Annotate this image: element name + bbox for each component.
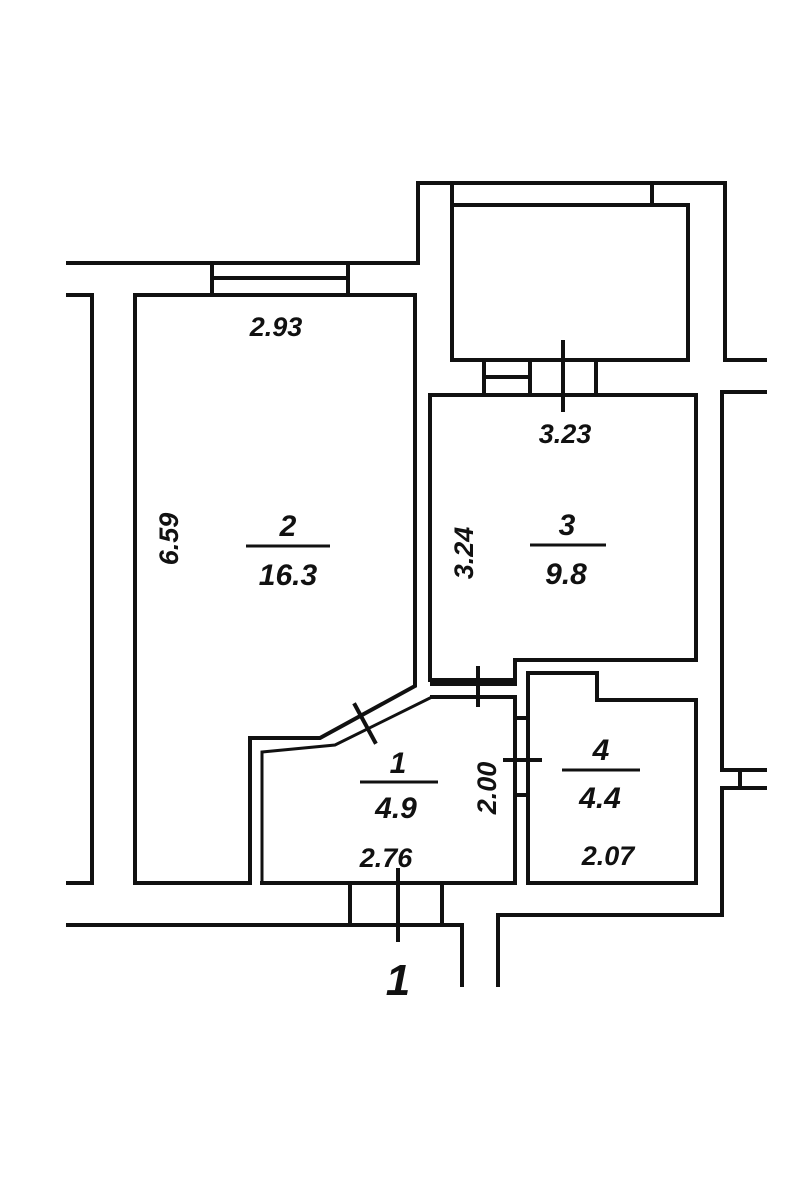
room-4-number: 4 bbox=[592, 734, 610, 767]
room-4-label: 4 4.4 bbox=[562, 734, 640, 815]
room-2-area: 16.3 bbox=[259, 559, 318, 592]
outer-walls bbox=[66, 181, 767, 987]
room-3-width-dimension: 3.23 bbox=[539, 419, 592, 449]
room-3-number: 3 bbox=[559, 509, 576, 542]
room-4-area: 4.4 bbox=[578, 782, 621, 815]
room-1-number: 1 bbox=[390, 747, 407, 780]
room-1-length-dimension: 2.00 bbox=[472, 762, 502, 816]
room-4-outline bbox=[503, 671, 698, 885]
room-4-width-dimension: 2.07 bbox=[581, 841, 637, 871]
room-1-area: 4.9 bbox=[374, 792, 417, 825]
room-2-width-dimension: 2.93 bbox=[249, 312, 303, 342]
room-2-number: 2 bbox=[279, 510, 297, 543]
room-3-area: 9.8 bbox=[545, 558, 587, 591]
room-3-outline bbox=[428, 393, 698, 707]
room-1-label: 1 4.9 bbox=[360, 747, 438, 825]
room-3-length-dimension: 3.24 bbox=[449, 527, 479, 580]
room-2-length-dimension: 6.59 bbox=[154, 513, 184, 566]
room-2-label: 2 16.3 bbox=[246, 510, 330, 592]
balcony bbox=[450, 203, 690, 412]
room-2-outline bbox=[133, 293, 433, 885]
entrance-label: 1 bbox=[386, 956, 410, 1005]
room-3-label: 3 9.8 bbox=[530, 509, 606, 591]
room-1-width-dimension: 2.76 bbox=[359, 843, 414, 873]
